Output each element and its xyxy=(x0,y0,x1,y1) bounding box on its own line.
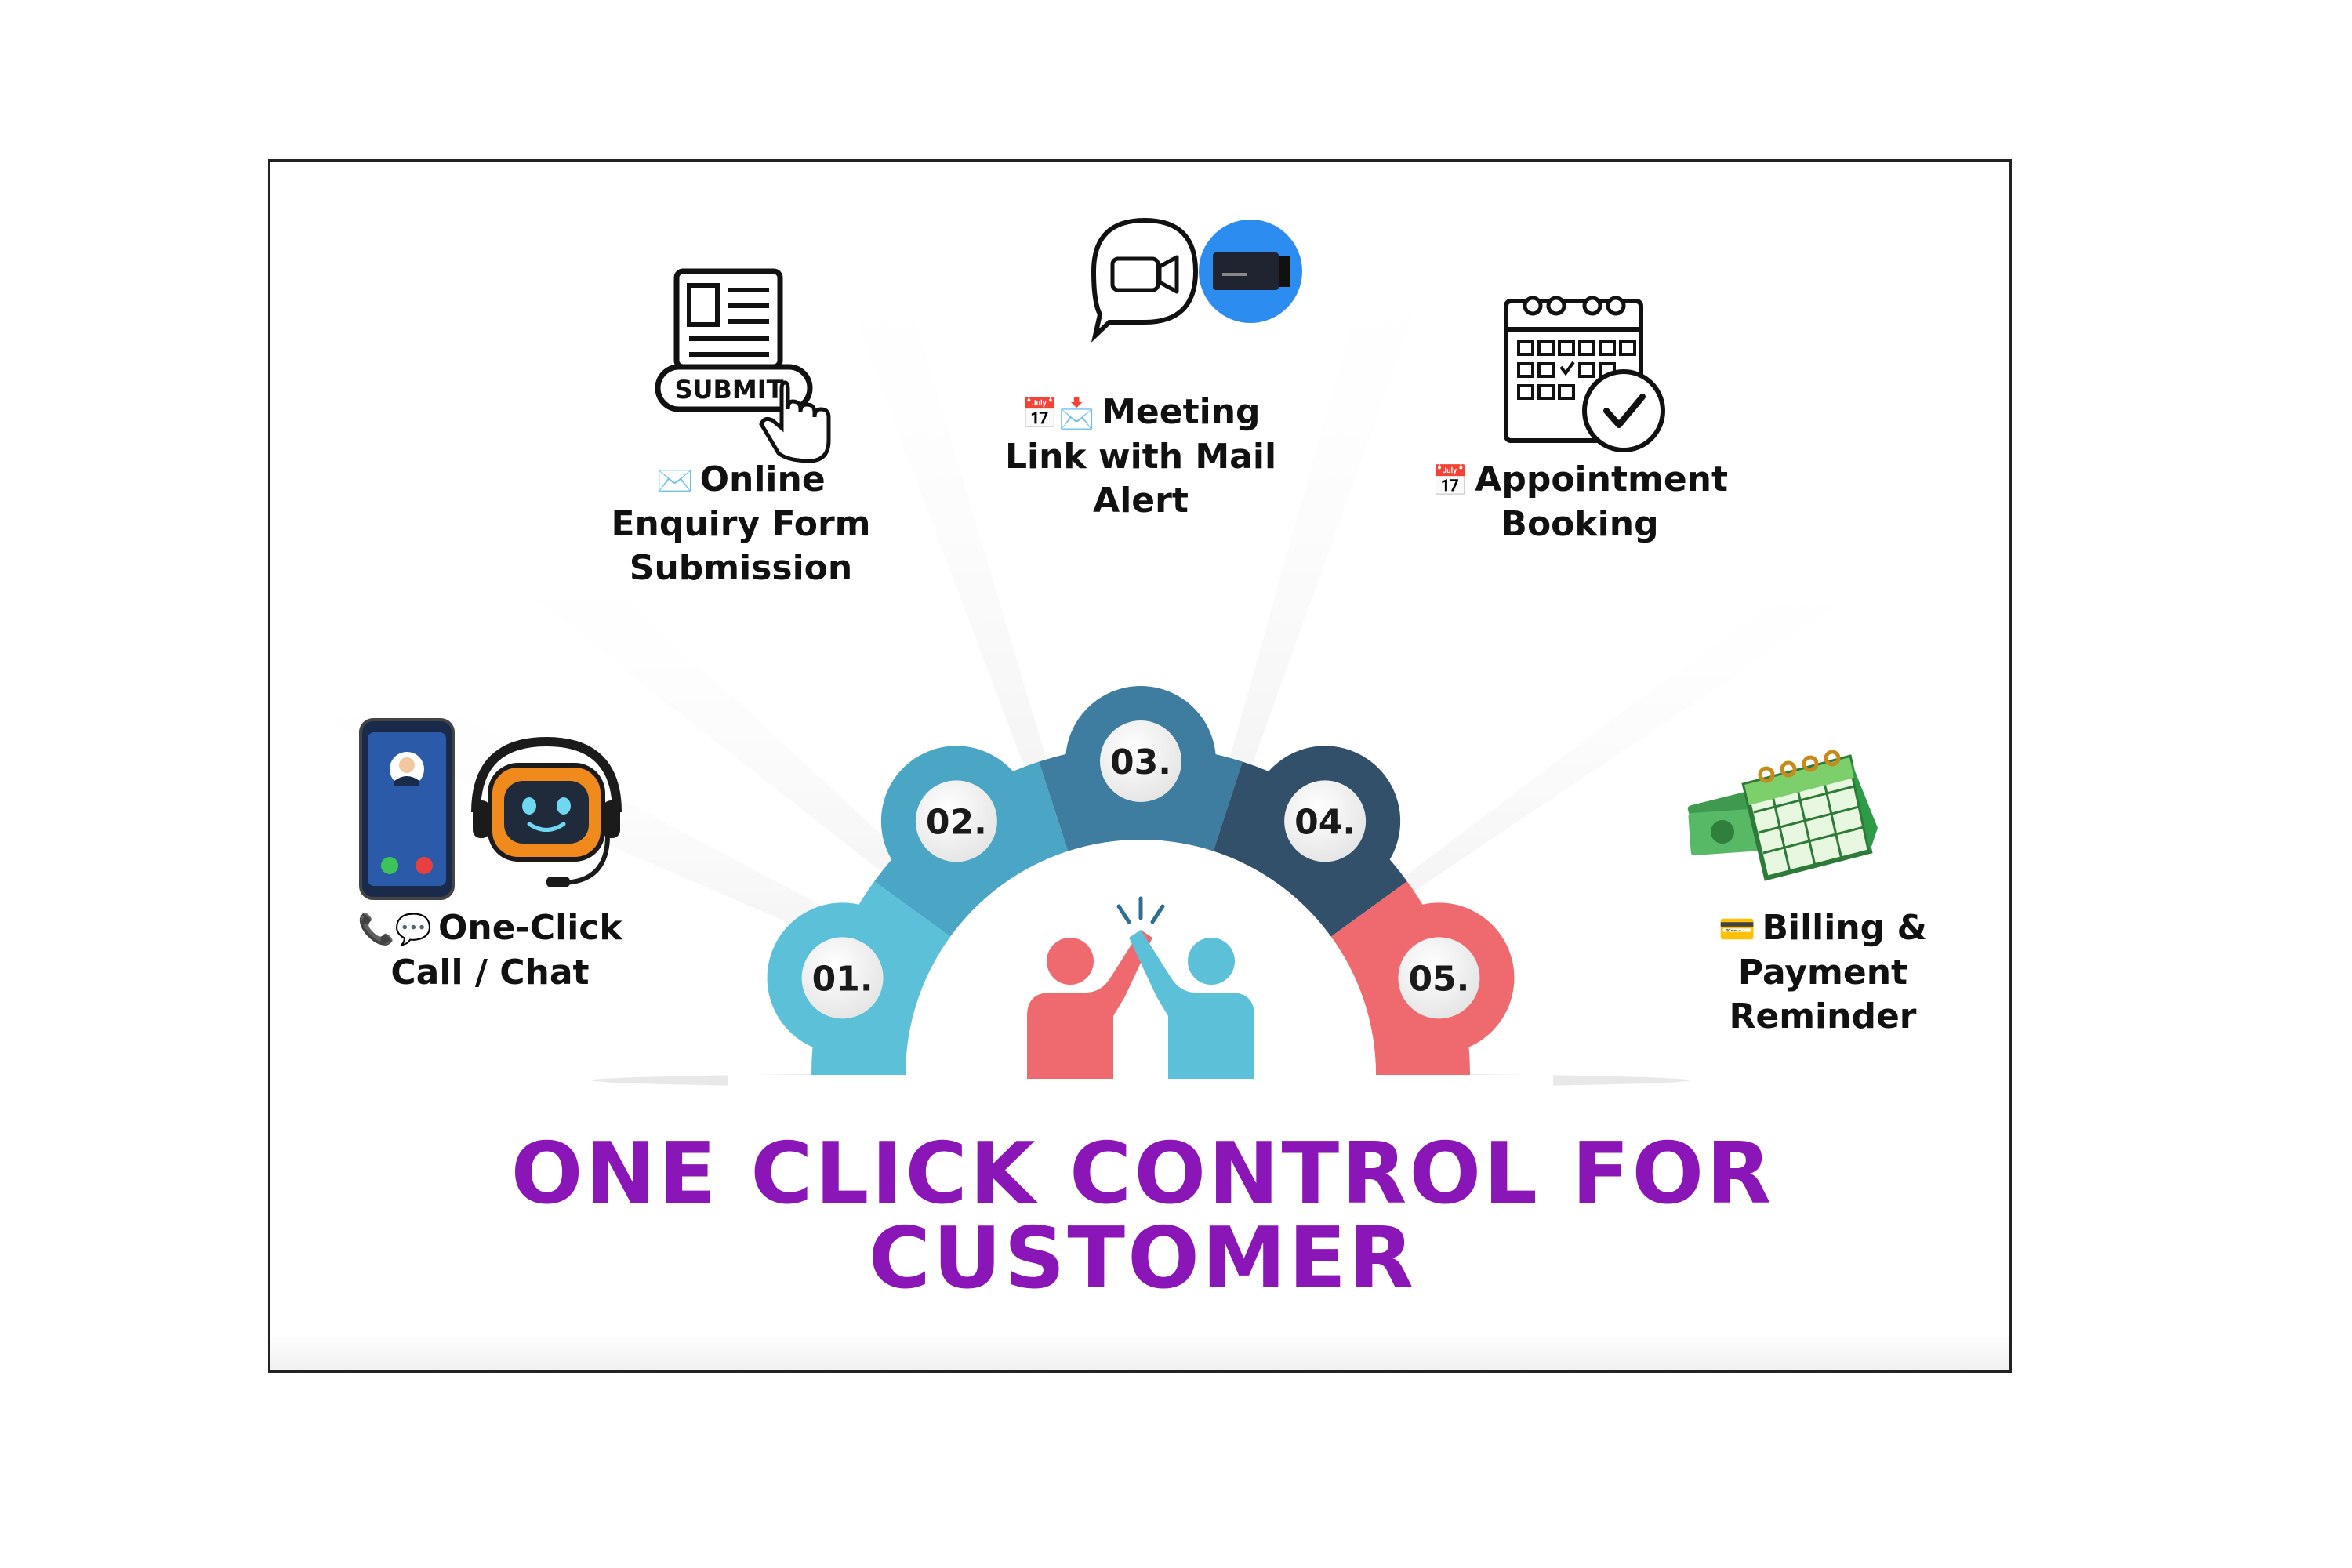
step-number-2: 02. xyxy=(926,802,987,842)
envelope-emoji-icon: ✉️ xyxy=(656,463,694,498)
title-line-2: CUSTOMER xyxy=(868,1210,1417,1308)
submit-form-icon: SUBMIT xyxy=(655,268,831,463)
step-label-01: 📞💬One-Click Call / Chat xyxy=(358,908,622,993)
diagram-canvas: 01. 02. 03. 04. 05. xyxy=(333,209,1893,1232)
step-label-03: 📅📩Meeting Link with Mail Alert xyxy=(1004,392,1277,521)
phone-and-chatbot-icon xyxy=(359,718,622,900)
svg-text:SUBMIT: SUBMIT xyxy=(675,375,784,405)
diagram-frame: 01. 02. 03. 04. 05. xyxy=(268,159,2012,1373)
step-number-3: 03. xyxy=(1110,742,1171,782)
step-badge-1 xyxy=(801,937,884,1019)
page-title: ONE CLICK CONTROL FOR CUSTOMER xyxy=(270,1125,2009,1308)
calendar-check-icon xyxy=(1504,296,1665,452)
frame-bottom-strip xyxy=(270,1333,2009,1370)
step-number-5: 05. xyxy=(1408,959,1469,999)
money-calendar-icon xyxy=(1687,750,1878,881)
step-badge-3 xyxy=(1100,720,1181,802)
phone-chat-emoji-icon: 📞💬 xyxy=(358,912,432,946)
step-label-02: ✉️Online Enquiry Form Submission xyxy=(611,459,871,588)
ring-ground-cover xyxy=(728,1075,1553,1232)
credit-card-emoji-icon: 💳 xyxy=(1719,912,1756,946)
step-badges: 01. 02. 03. 04. 05. xyxy=(801,720,1480,1019)
title-line-1: ONE CLICK CONTROL FOR xyxy=(510,1125,1774,1223)
video-meeting-icon xyxy=(1091,217,1302,343)
step-number-1: 01. xyxy=(812,959,873,999)
step-label-05: 💳Billing & Payment Reminder xyxy=(1719,908,1927,1036)
calendar-mail-emoji-icon: 📅📩 xyxy=(1021,396,1096,430)
high-five-people-icon xyxy=(1027,896,1254,1079)
calendar-emoji-icon: 📅 xyxy=(1431,463,1469,498)
step-label-04: 📅Appointment Booking xyxy=(1431,459,1729,544)
step-badge-4 xyxy=(1284,780,1367,862)
step-badge-5 xyxy=(1398,937,1480,1019)
step-badge-2 xyxy=(915,780,997,862)
step-number-4: 04. xyxy=(1294,802,1356,842)
